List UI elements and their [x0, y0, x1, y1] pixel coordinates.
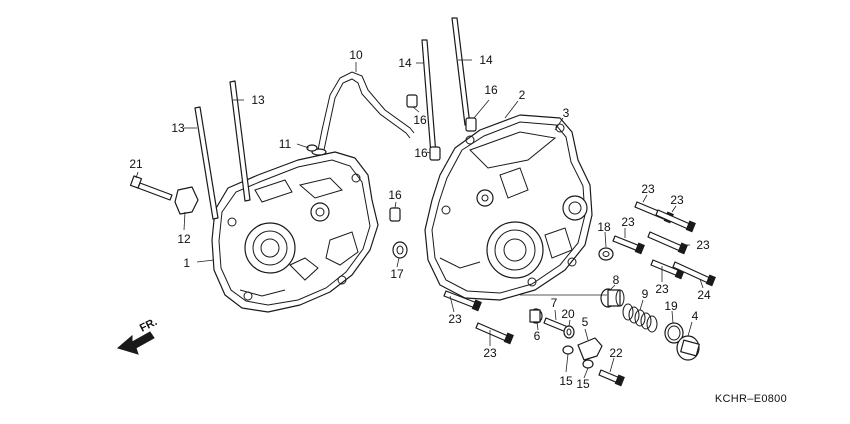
stud-bolts-13-drawing: [194, 80, 251, 220]
left-crankcase-drawing: [211, 151, 379, 313]
callout-23-d: 23: [670, 193, 684, 207]
callout-15-b: 15: [576, 377, 590, 391]
callout-13-a: 13: [171, 121, 185, 135]
callout-16-a: 16: [484, 83, 498, 97]
bolt-21-clamp-12-drawing: [129, 175, 199, 215]
right-crankcase-drawing: [424, 114, 593, 301]
callout-10: 10: [349, 48, 363, 62]
callout-7: 7: [551, 296, 558, 310]
callout-4: 4: [692, 309, 699, 323]
part-callouts: 1 2 3 4 5 6 7 8 9 10 11 12 13 13 14 14 1…: [129, 48, 711, 391]
callout-3: 3: [563, 106, 570, 120]
callout-14-a: 14: [398, 56, 412, 70]
callout-23-b: 23: [483, 346, 497, 360]
bolts-23-lower-drawing: [443, 290, 514, 345]
callout-9: 9: [642, 287, 649, 301]
callout-2: 2: [519, 88, 526, 102]
callout-16-b: 16: [413, 113, 427, 127]
front-direction-label: FR.: [138, 316, 159, 335]
shift-parts-drawing: [529, 308, 625, 387]
callout-15-a: 15: [559, 374, 573, 388]
callout-17: 17: [390, 267, 404, 281]
callout-23-g: 23: [655, 282, 669, 296]
oil-seal-17-drawing: [392, 241, 408, 259]
callout-23-c: 23: [641, 182, 655, 196]
callout-20: 20: [561, 307, 575, 321]
callout-1: 1: [183, 256, 190, 270]
callout-12: 12: [177, 232, 191, 246]
dowel-pins-16-drawing: [389, 94, 477, 222]
callout-24: 24: [697, 288, 711, 302]
callout-18: 18: [597, 220, 611, 234]
callout-22: 22: [609, 346, 623, 360]
callout-19: 19: [664, 299, 678, 313]
callout-21: 21: [129, 157, 143, 171]
seal-18-drawing: [598, 247, 614, 261]
callout-14-b: 14: [479, 53, 493, 67]
callout-13-b: 13: [251, 93, 265, 107]
callout-23-e: 23: [621, 215, 635, 229]
reference-code: KCHR–E0800: [715, 393, 787, 405]
strainer-assembly-drawing: [600, 288, 700, 361]
callout-8: 8: [613, 273, 620, 287]
stud-bolts-14-drawing: [421, 17, 471, 156]
front-direction-arrow: FR.: [116, 316, 159, 355]
callout-23-f: 23: [696, 238, 710, 252]
bolts-23-24-right-drawing: [612, 201, 716, 287]
callout-16-d: 16: [388, 188, 402, 202]
leader-lines: [135, 59, 704, 379]
callout-23-a: 23: [448, 312, 462, 326]
breather-tube-10-drawing: [306, 71, 415, 156]
callout-16-c: 16: [414, 146, 428, 160]
callout-6: 6: [534, 329, 541, 343]
callout-11: 11: [279, 137, 292, 151]
callout-5: 5: [582, 315, 589, 329]
